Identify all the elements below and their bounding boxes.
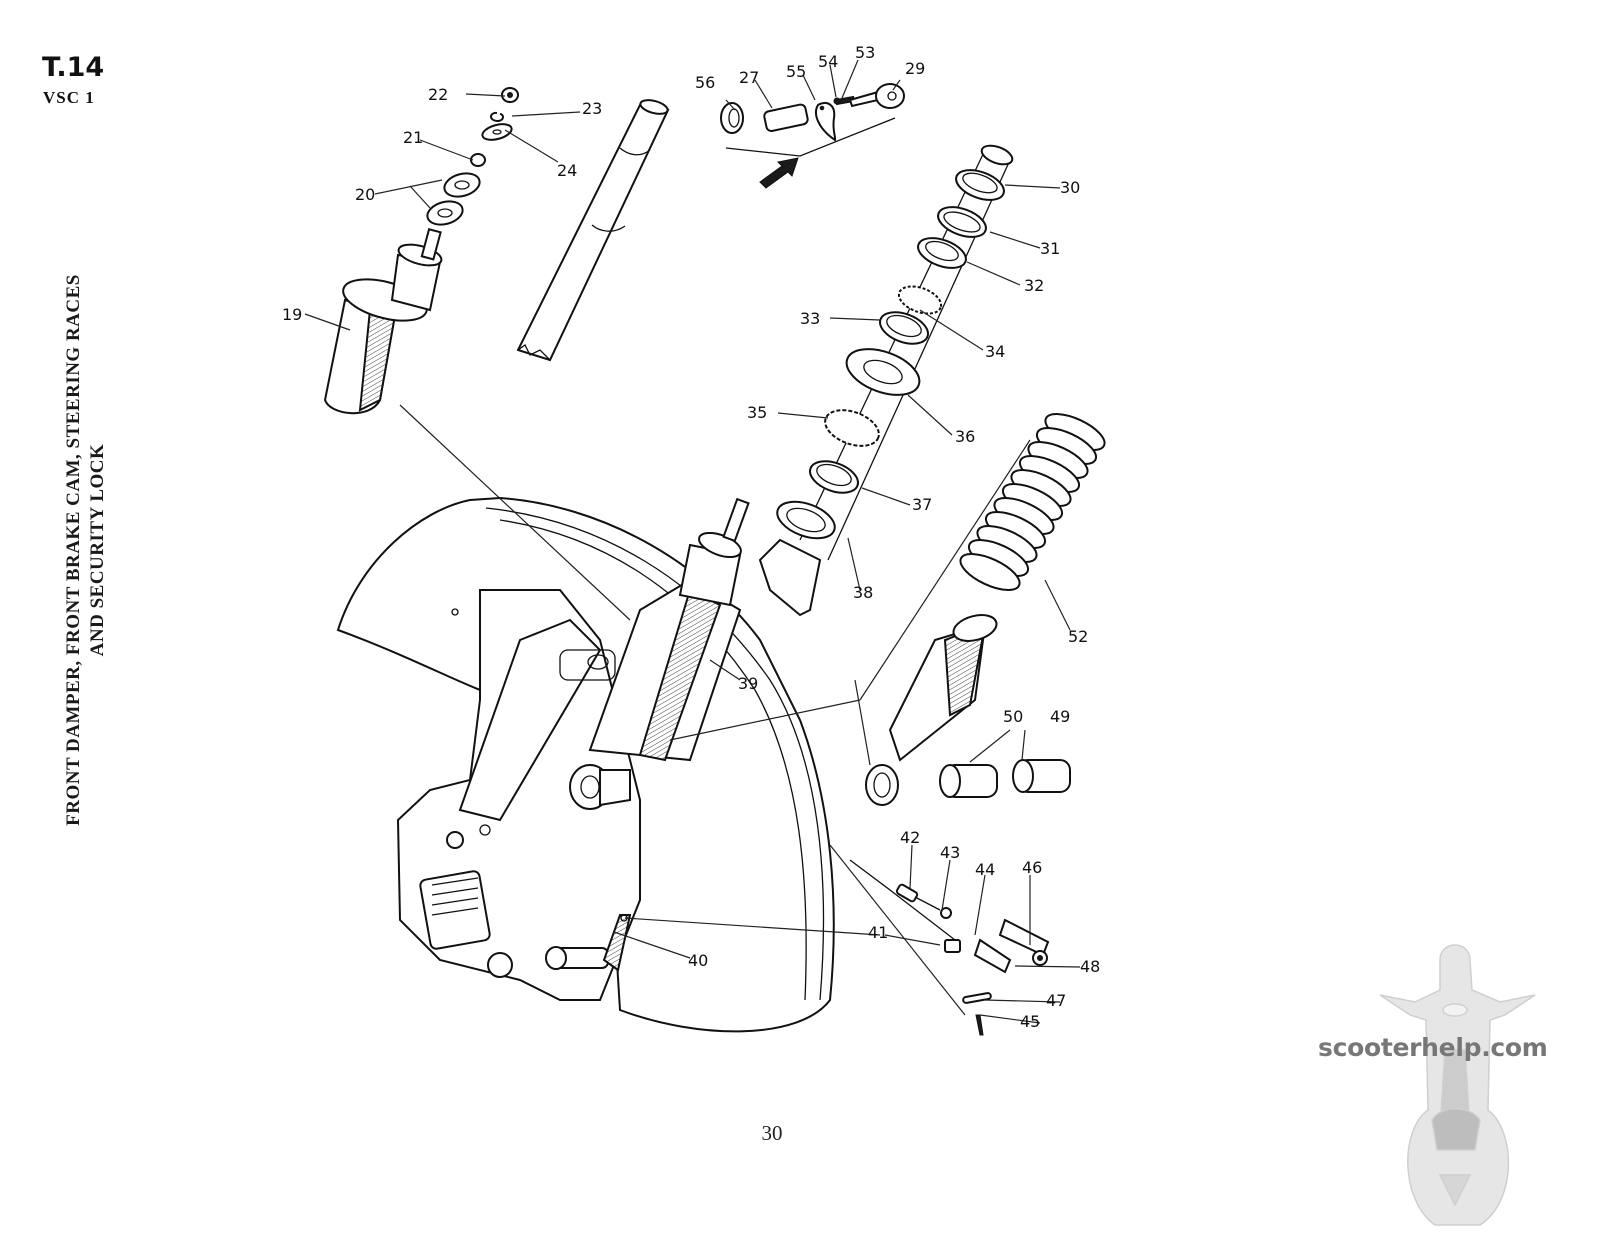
callout-47: 47 [1046,991,1066,1010]
steering-column-tube [516,99,670,362]
parts-49-50-lower-damper [865,614,1071,806]
callout-27: 27 [739,68,759,87]
callout-32: 32 [1024,276,1044,295]
page-code: T.14 [42,52,105,83]
callout-41: 41 [868,923,888,942]
callout-24: 24 [557,161,577,180]
callout-54: 54 [818,52,838,71]
callout-46: 46 [1022,858,1042,877]
callout-52: 52 [1068,627,1088,646]
callout-35: 35 [747,403,767,422]
parts-20-24-fasteners [426,87,519,226]
part-52-spring [959,413,1106,591]
callout-33: 33 [800,309,820,328]
part-19-front-damper [323,227,443,415]
callout-42: 42 [900,828,920,847]
callout-44: 44 [975,860,995,879]
callout-29: 29 [905,59,925,78]
scooter-watermark-image [1379,944,1536,1226]
callout-39: 39 [738,674,758,693]
steering-race-parts [758,144,1014,617]
page-number: 30 [761,1121,783,1145]
callout-56: 56 [695,73,715,92]
callout-55: 55 [786,62,806,81]
callout-43: 43 [940,843,960,862]
callout-21: 21 [403,128,423,147]
part-39-damper [569,497,750,810]
security-lock-parts [720,83,905,189]
brake-linkage-parts [849,859,1050,1036]
callout-38: 38 [853,583,873,602]
spring-coil [959,553,1021,591]
callout-36: 36 [955,427,975,446]
callout-49: 49 [1050,707,1070,726]
callout-40: 40 [688,951,708,970]
callout-50: 50 [1003,707,1023,726]
callout-30: 30 [1060,178,1080,197]
fork-body [396,589,641,1001]
leader-lines [304,59,1081,1024]
callout-34: 34 [985,342,1005,361]
callout-45: 45 [1020,1012,1040,1031]
callout-20: 20 [355,185,375,204]
callout-31: 31 [1040,239,1060,258]
callout-37: 37 [912,495,932,514]
model-code: VSC 1 [43,88,95,107]
callout-labels: 22 23 24 21 20 19 56 27 55 54 53 29 30 3… [282,43,1100,1031]
watermark-text: scooterhelp.com [1318,1033,1548,1062]
callout-48: 48 [1080,957,1100,976]
callout-23: 23 [582,99,602,118]
callout-22: 22 [428,85,448,104]
callout-19: 19 [282,305,302,324]
callout-53: 53 [855,43,875,62]
